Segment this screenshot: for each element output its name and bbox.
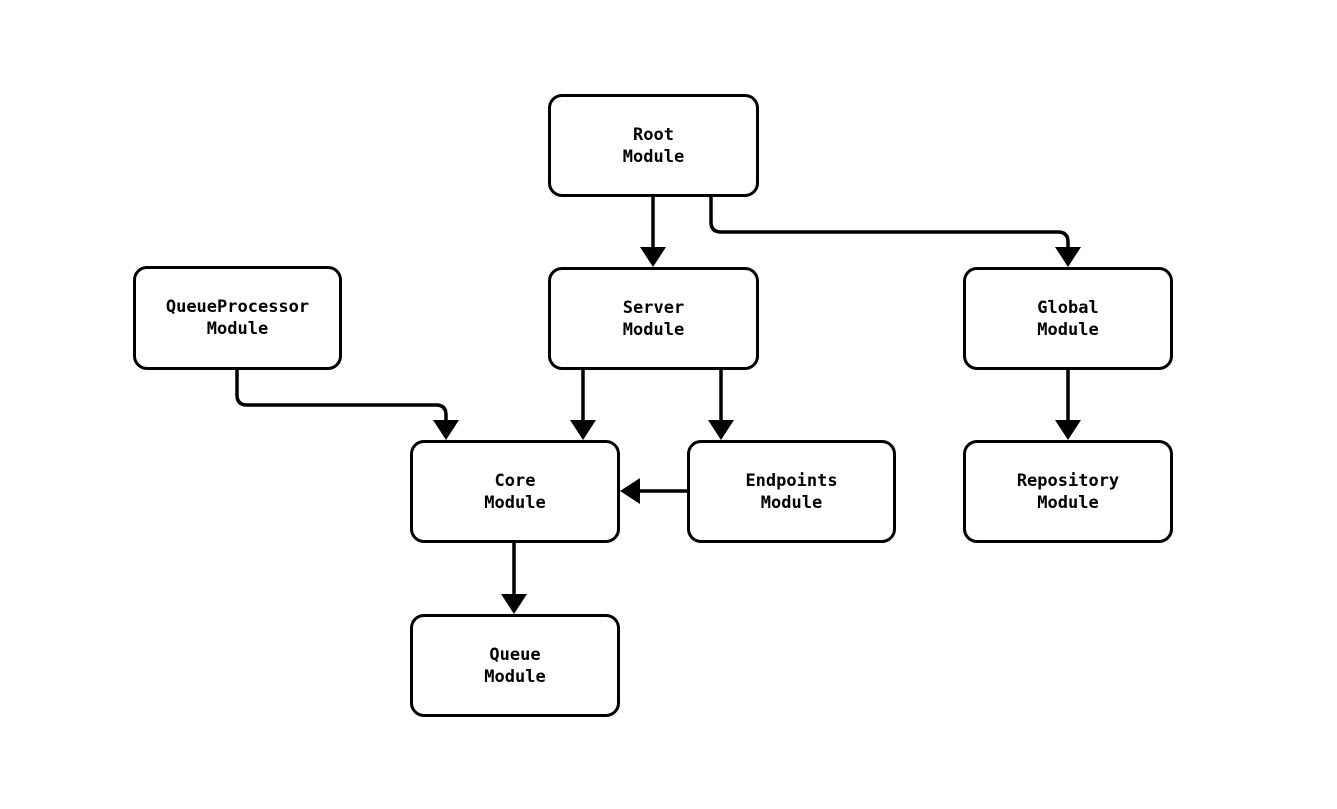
node-queue-module[interactable]: Queue Module (410, 614, 620, 717)
node-repository-module-label-line2: Module (1037, 492, 1099, 513)
edge-global-to-repository (1055, 370, 1081, 440)
node-queue-module-label-line1: Queue (489, 644, 541, 665)
node-core-module-label-line1: Core (494, 470, 536, 491)
node-global-module[interactable]: Global Module (963, 267, 1173, 370)
edge-root-to-global (709, 197, 1081, 267)
edge-core-to-queue (501, 543, 527, 614)
node-endpoints-module-label-line2: Module (760, 492, 823, 513)
edge-root-to-server (640, 197, 666, 267)
node-core-module[interactable]: Core Module (410, 440, 620, 543)
node-global-module-label-line1: Global (1037, 297, 1099, 318)
node-server-module[interactable]: Server Module (548, 267, 759, 370)
node-repository-module[interactable]: Repository Module (963, 440, 1173, 543)
node-root-module-label-line1: Root (633, 124, 674, 145)
node-queueprocessor-module-label-line1: QueueProcessor (165, 297, 310, 317)
edge-queueprocessor-to-core (235, 370, 459, 440)
node-repository-module-label-line1: Repository (1016, 470, 1120, 491)
edge-server-to-core (570, 370, 596, 440)
node-queueprocessor-module[interactable]: QueueProcessor Module (133, 266, 342, 370)
edge-endpoints-to-core (620, 478, 687, 504)
node-server-module-label-line2: Module (622, 319, 685, 340)
node-endpoints-module-label-line1: Endpoints (745, 470, 838, 491)
node-core-module-label-line2: Module (484, 492, 546, 513)
node-queue-module-label-line2: Module (484, 666, 546, 687)
node-root-module-label-line2: Module (622, 146, 685, 167)
node-root-module[interactable]: Root Module (548, 94, 759, 197)
node-global-module-label-line2: Module (1037, 319, 1099, 340)
edge-server-to-endpoints (708, 370, 734, 440)
node-server-module-label-line1: Server (622, 297, 685, 318)
node-endpoints-module[interactable]: Endpoints Module (687, 440, 896, 543)
node-queueprocessor-module-label-line2: Module (206, 319, 269, 339)
